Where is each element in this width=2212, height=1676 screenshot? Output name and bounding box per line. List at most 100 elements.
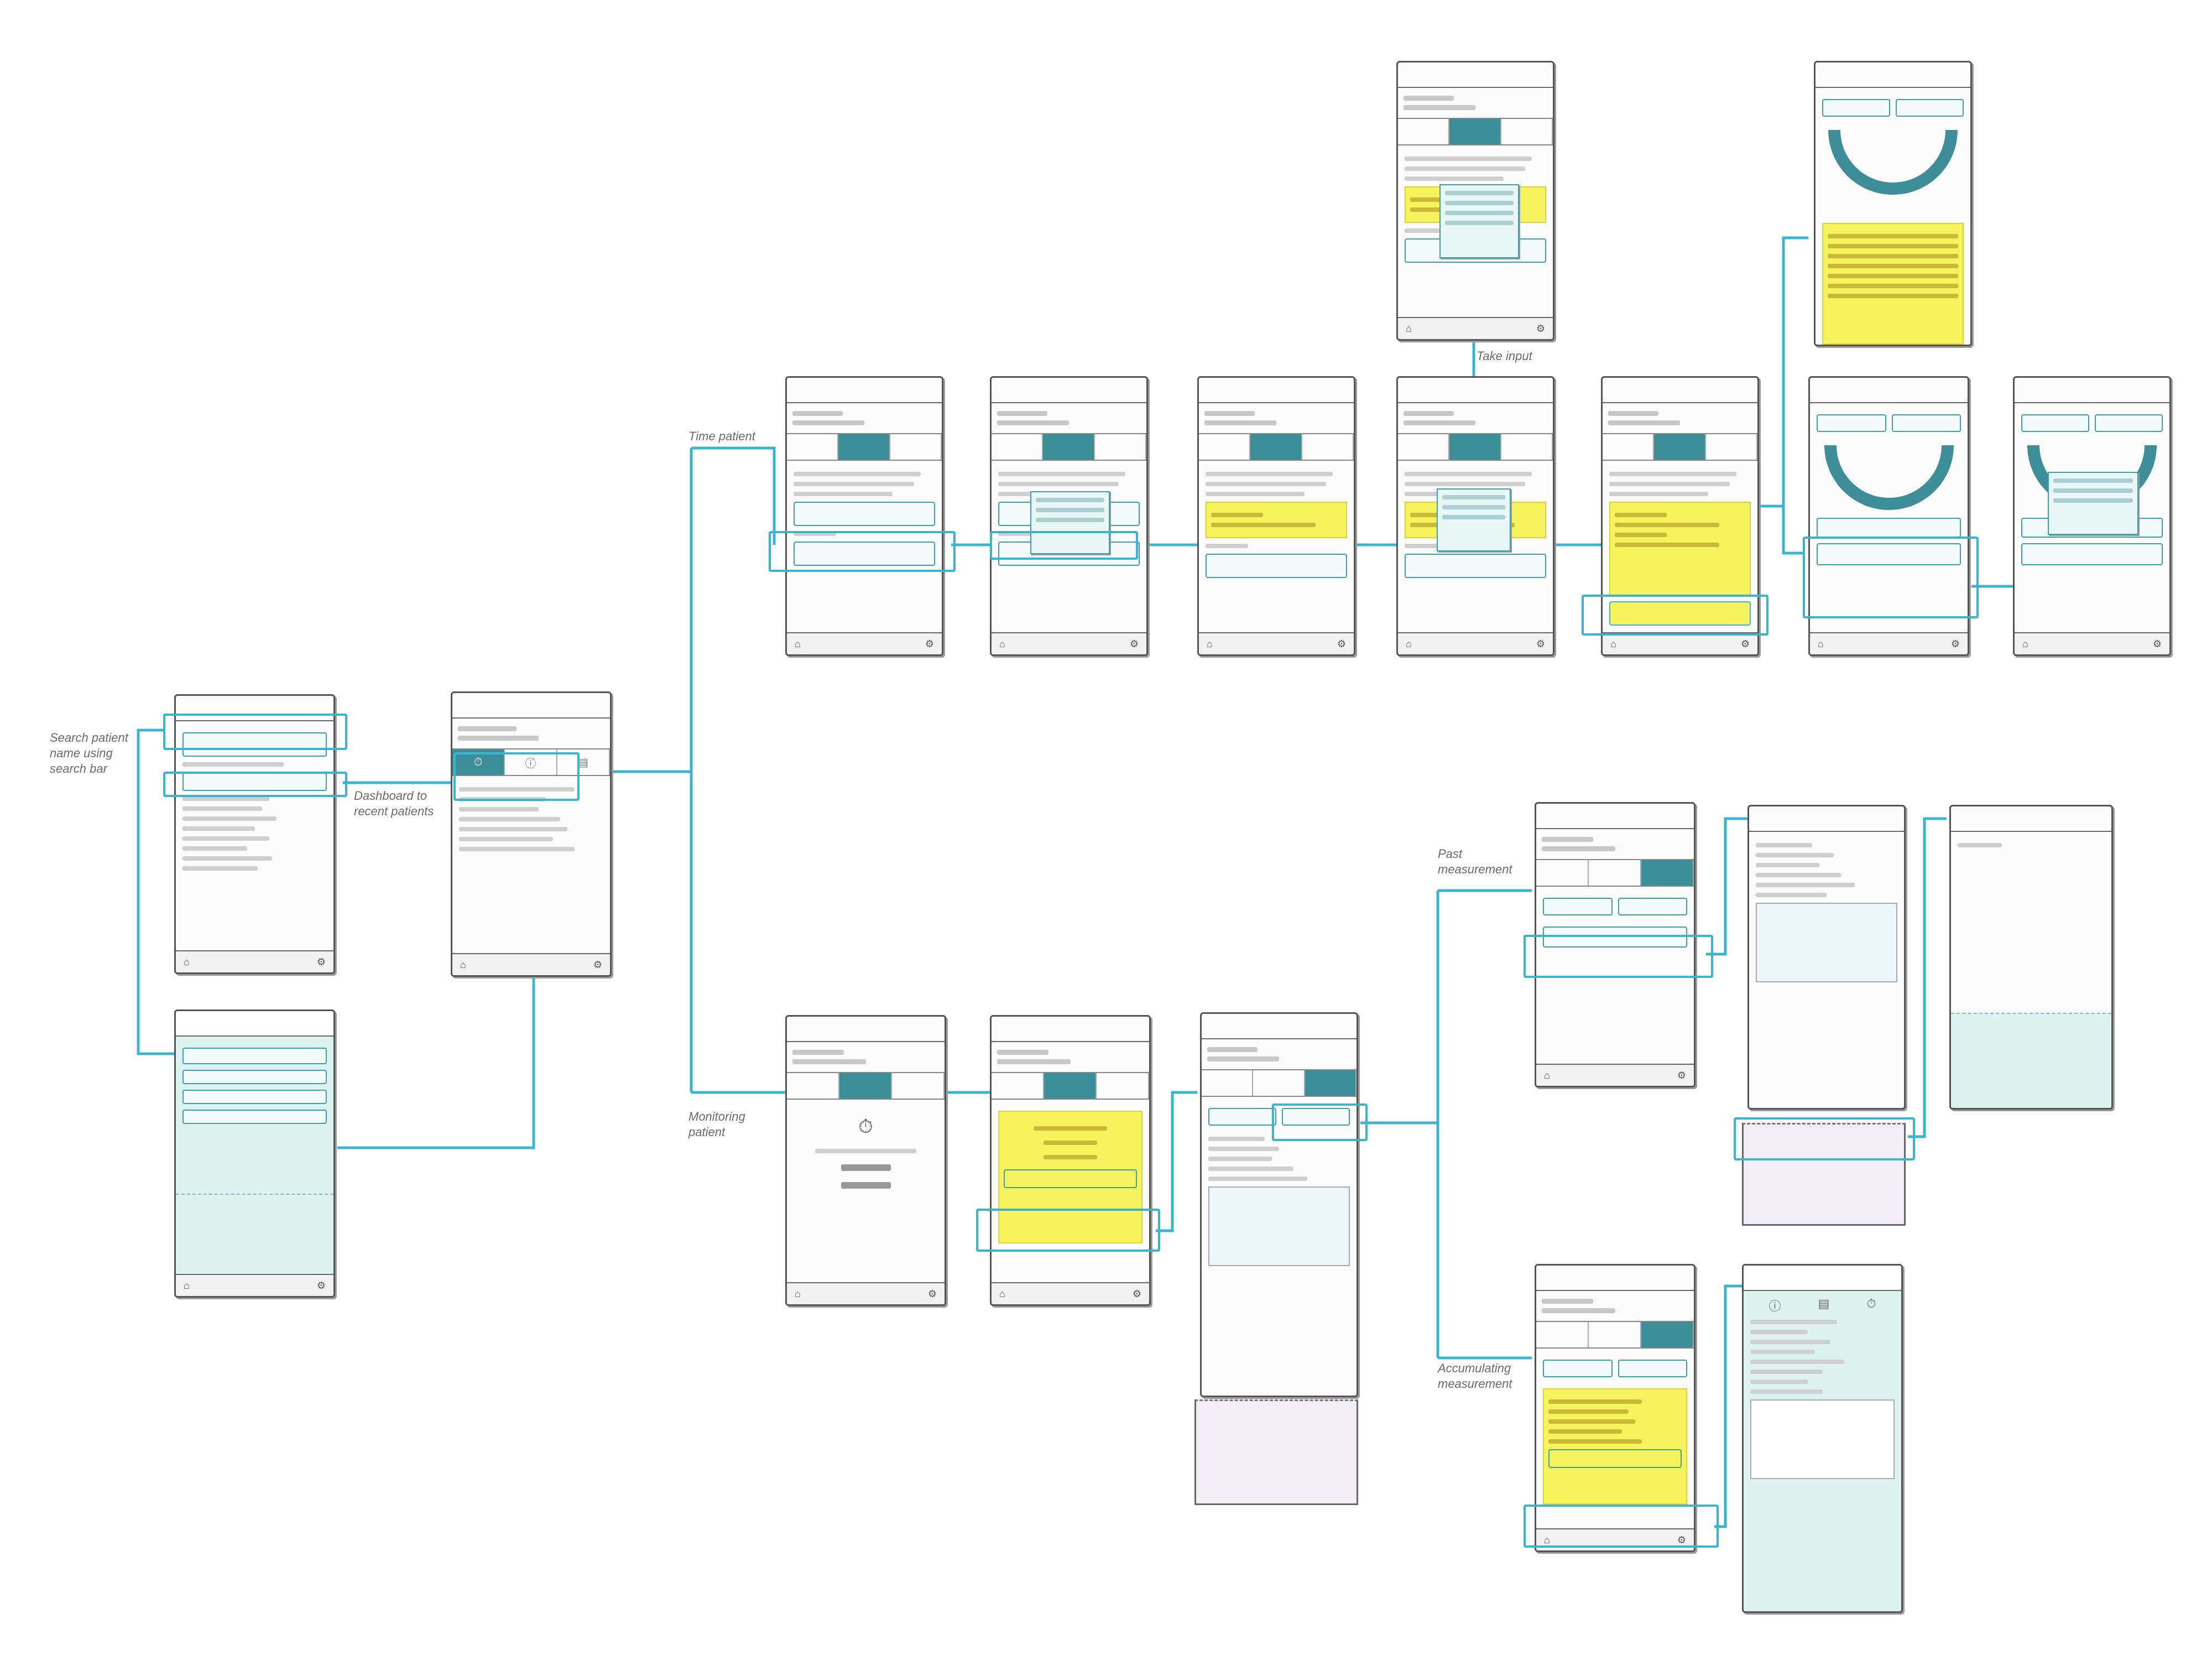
gear-icon[interactable]: ⚙: [1132, 1288, 1141, 1299]
tab-chart[interactable]: [1641, 860, 1694, 886]
gear-icon[interactable]: ⚙: [1129, 638, 1139, 649]
tab-info[interactable]: [1398, 434, 1450, 460]
home-icon[interactable]: ⌂: [1406, 638, 1412, 649]
options-dropdown-list[interactable]: [1822, 223, 1964, 345]
gear-icon[interactable]: ⚙: [2152, 638, 2162, 649]
tab-chart[interactable]: ▤: [557, 749, 610, 775]
home-icon[interactable]: ⌂: [1544, 1069, 1550, 1081]
timer-options-popup[interactable]: [1437, 488, 1511, 551]
gear-icon[interactable]: ⚙: [316, 956, 326, 967]
gear-icon[interactable]: ⚙: [593, 959, 602, 970]
tab-info[interactable]: [1536, 860, 1589, 886]
tab-timer[interactable]: [1589, 1322, 1641, 1347]
home-icon[interactable]: ⌂: [1544, 1534, 1550, 1545]
save-measurement-button[interactable]: [2021, 543, 2163, 565]
continue-button[interactable]: [1004, 1169, 1137, 1188]
tab-timer[interactable]: [1043, 434, 1095, 460]
tab-chart[interactable]: [890, 434, 942, 460]
tab-timer[interactable]: [1250, 434, 1302, 460]
tab-info[interactable]: [1603, 434, 1655, 460]
tab-chart[interactable]: [1501, 119, 1553, 144]
gear-icon[interactable]: ⚙: [927, 1288, 937, 1299]
search-input[interactable]: [182, 1048, 327, 1064]
tab-info[interactable]: [1199, 434, 1251, 460]
tab-info[interactable]: [787, 434, 839, 460]
chart-mode-left[interactable]: [1543, 1360, 1613, 1377]
home-icon[interactable]: ⌂: [999, 638, 1005, 649]
tab-timer[interactable]: [1449, 434, 1501, 460]
second-timer-button[interactable]: [794, 542, 935, 566]
chart-mode-right[interactable]: [1282, 1108, 1350, 1126]
gear-icon[interactable]: ⚙: [925, 638, 934, 649]
chart-mode-left[interactable]: [1543, 898, 1613, 915]
home-icon[interactable]: ⌂: [1406, 322, 1412, 334]
gear-icon[interactable]: ⚙: [1536, 322, 1545, 334]
accumulate-button[interactable]: [1548, 1449, 1682, 1468]
timer-options-popup[interactable]: [1439, 184, 1519, 258]
mode-toggle-left[interactable]: [1817, 414, 1886, 432]
confirm-popup[interactable]: [2048, 472, 2138, 535]
tab-chart[interactable]: [892, 1073, 945, 1099]
gear-icon[interactable]: ⚙: [1677, 1534, 1686, 1545]
gear-icon[interactable]: ⚙: [1740, 638, 1750, 649]
start-timer-button[interactable]: [794, 502, 935, 526]
save-measurement-button[interactable]: [1817, 543, 1961, 565]
home-icon[interactable]: ⌂: [795, 638, 801, 649]
tab-chart[interactable]: [1706, 434, 1757, 460]
tab-chart[interactable]: [1305, 1070, 1357, 1096]
mode-toggle-left[interactable]: [2021, 414, 2089, 432]
tab-timer[interactable]: [1253, 1070, 1305, 1096]
search-input[interactable]: [182, 732, 327, 757]
tab-timer[interactable]: [839, 1073, 892, 1099]
home-icon[interactable]: ⌂: [1610, 638, 1616, 649]
home-icon[interactable]: ⌂: [2022, 638, 2028, 649]
tab-chart[interactable]: [1302, 434, 1354, 460]
result-item[interactable]: [182, 1090, 327, 1104]
tab-info[interactable]: [1398, 119, 1450, 144]
gear-icon[interactable]: ⚙: [1950, 638, 1960, 649]
home-icon[interactable]: ⌂: [1818, 638, 1824, 649]
second-timer-button[interactable]: [1405, 554, 1546, 578]
mode-toggle-left[interactable]: [1822, 99, 1890, 117]
tab-info[interactable]: [787, 1073, 839, 1099]
tab-chart[interactable]: [1641, 1322, 1694, 1347]
home-icon[interactable]: ⌂: [795, 1288, 801, 1299]
use-measurement-button[interactable]: [1609, 601, 1751, 626]
gear-icon[interactable]: ⚙: [1337, 638, 1346, 649]
tab-info[interactable]: [1536, 1322, 1589, 1347]
keyboard-area[interactable]: [176, 1194, 333, 1272]
tab-chart[interactable]: [1097, 1073, 1149, 1099]
tab-chart[interactable]: [1501, 434, 1553, 460]
gear-icon[interactable]: ⚙: [1677, 1069, 1686, 1081]
mode-toggle-right[interactable]: [1896, 99, 1964, 117]
chart-mode-right[interactable]: [1618, 1360, 1687, 1377]
past-measurement-select[interactable]: [1543, 927, 1687, 948]
tab-info[interactable]: [1202, 1070, 1254, 1096]
tab-timer[interactable]: [838, 434, 890, 460]
tab-timer[interactable]: [1449, 119, 1501, 144]
mode-toggle-right[interactable]: [2095, 414, 2163, 432]
mode-toggle-right[interactable]: [1891, 414, 1961, 432]
tab-timer[interactable]: [1589, 860, 1641, 886]
tab-info[interactable]: ⓘ: [505, 749, 557, 775]
notes-keyboard-area[interactable]: [1951, 1013, 2111, 1108]
home-icon[interactable]: ⌂: [1207, 638, 1213, 649]
home-icon[interactable]: ⌂: [999, 1288, 1005, 1299]
second-timer-button[interactable]: [1206, 554, 1347, 578]
option-select[interactable]: [1817, 518, 1961, 538]
home-icon[interactable]: ⌂: [184, 1279, 190, 1291]
result-item[interactable]: [182, 1110, 327, 1124]
result-item[interactable]: [182, 1070, 327, 1084]
gear-icon[interactable]: ⚙: [1536, 638, 1545, 649]
tab-info[interactable]: [992, 1073, 1044, 1099]
tab-chart[interactable]: [1095, 434, 1146, 460]
home-icon[interactable]: ⌂: [184, 956, 190, 967]
home-icon[interactable]: ⌂: [460, 959, 466, 970]
tab-info[interactable]: [992, 434, 1044, 460]
chart-mode-right[interactable]: [1618, 898, 1687, 915]
timer-options-popup[interactable]: [1030, 491, 1110, 554]
tab-timer[interactable]: [1044, 1073, 1097, 1099]
gear-icon[interactable]: ⚙: [316, 1279, 326, 1291]
chart-mode-left[interactable]: [1208, 1108, 1276, 1126]
tab-timer[interactable]: [1654, 434, 1706, 460]
